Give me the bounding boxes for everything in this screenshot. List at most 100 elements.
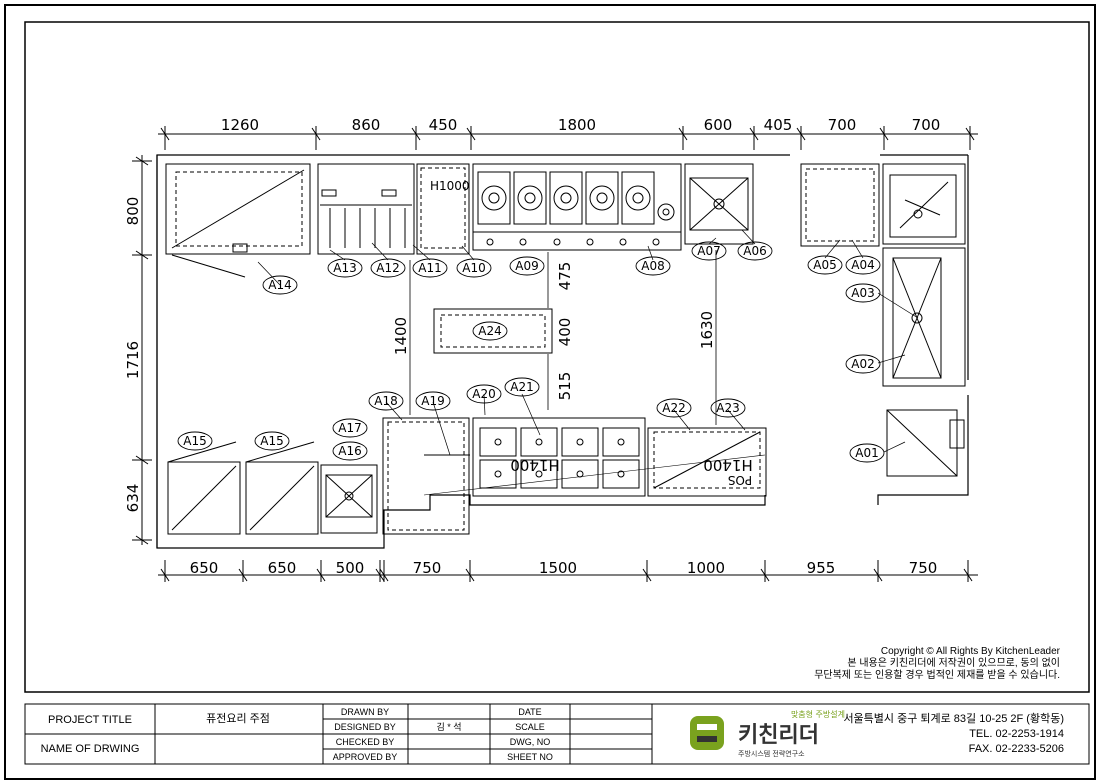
dim-inner-4: 515 — [556, 372, 574, 401]
dim-left-1: 800 — [124, 197, 142, 226]
dim-top-5: 600 — [704, 116, 733, 134]
tag-a10: A10 — [462, 261, 485, 275]
tag-a13: A13 — [333, 261, 356, 275]
outer-border — [4, 4, 1096, 780]
copyright-line-1: Copyright © All Rights By KitchenLeader — [881, 646, 1061, 657]
scale-label: SCALE — [515, 722, 545, 732]
dim-top-1: 1260 — [221, 116, 259, 134]
walls — [156, 154, 969, 549]
tag-a15-left: A15 — [183, 434, 206, 448]
company-fax: FAX. 02-2233-5206 — [969, 743, 1064, 755]
dim-bottom-2: 650 — [268, 559, 297, 577]
pos-label: POS — [728, 473, 752, 487]
equipment-a18-a19 — [382, 417, 470, 535]
company-tel: TEL. 02-2253-1914 — [969, 728, 1064, 740]
tag-a22: A22 — [662, 401, 685, 415]
burner-set — [477, 171, 675, 225]
company-contact: 서울특별시 중구 퇴계로 83길 10-25 2F (황학동) TEL. 02-… — [843, 712, 1064, 755]
tag-a11: A11 — [418, 261, 441, 275]
sheet-no-label: SHEET NO — [507, 752, 553, 762]
height-label-3: H1400 — [703, 456, 752, 474]
equipment-a14 — [165, 163, 311, 278]
tag-a23: A23 — [716, 401, 739, 415]
tag-a15-right: A15 — [260, 434, 283, 448]
tag-a19: A19 — [421, 394, 444, 408]
tag-a06: A06 — [743, 244, 766, 258]
equipment-a15-right — [245, 441, 319, 535]
dim-left-3: 634 — [124, 484, 142, 513]
designed-by-label: DESIGNED BY — [334, 722, 396, 732]
equipment-a06-a07-sink — [684, 163, 754, 245]
inner-dimension-lines — [409, 250, 717, 425]
dim-inner-3: 400 — [556, 318, 574, 347]
left-dimension-line — [132, 155, 152, 545]
equipment-a15-left — [167, 441, 241, 535]
project-title-value: 퓨전요리 주점 — [206, 712, 270, 725]
tag-a02: A02 — [851, 357, 874, 371]
date-label: DATE — [518, 707, 541, 717]
copyright-line-3: 무단복제 또는 인용할 경우 법적인 제재를 받을 수 있습니다. — [814, 668, 1060, 681]
dim-inner-1: 1400 — [392, 317, 410, 355]
dim-left-2: 1716 — [124, 341, 142, 379]
tag-a16: A16 — [338, 444, 361, 458]
brand-slogan: 맞춤형 주방설계 — [791, 709, 845, 719]
floor-plan: 1260 860 450 1800 600 405 700 700 650 65… — [124, 116, 978, 582]
tag-a05: A05 — [813, 258, 836, 272]
equipment-a09-range — [472, 163, 682, 251]
burner-knobs — [486, 238, 660, 246]
copyright-notice: Copyright © All Rights By KitchenLeader … — [814, 646, 1060, 681]
tag-a24: A24 — [478, 324, 501, 338]
tag-a09: A09 — [515, 259, 538, 273]
logo-badge-icon — [690, 716, 724, 750]
dim-top-8: 700 — [912, 116, 941, 134]
tag-a04: A04 — [851, 258, 874, 272]
height-label-1: H1000 — [430, 179, 470, 193]
dim-top-7: 700 — [828, 116, 857, 134]
approved-by-label: APPROVED BY — [333, 752, 398, 762]
name-of-drawing-label: NAME OF DRWING — [41, 743, 140, 755]
tag-a01: A01 — [855, 446, 878, 460]
copyright-line-2: 본 내용은 키친리더에 저작권이 있으므로, 동의 없이 — [847, 656, 1060, 669]
dim-top-2: 860 — [352, 116, 381, 134]
equipment-a22-a23-counter — [647, 427, 767, 497]
project-title-label: PROJECT TITLE — [48, 714, 132, 726]
dim-bottom-3: 500 — [336, 559, 365, 577]
designer-value: 김 * 석 — [436, 721, 461, 732]
tag-a21: A21 — [510, 380, 533, 394]
dim-bottom-7: 955 — [807, 559, 836, 577]
dwg-no-label: DWG, NO — [510, 737, 551, 747]
equipment-a16-a17-sink — [320, 464, 378, 534]
bottom-dimension-line — [158, 560, 978, 582]
dim-top-3: 450 — [429, 116, 458, 134]
dim-bottom-8: 750 — [909, 559, 938, 577]
dim-bottom-5: 1500 — [539, 559, 577, 577]
dim-bottom-4: 750 — [413, 559, 442, 577]
dim-inner-2: 475 — [556, 262, 574, 291]
tag-a07: A07 — [697, 244, 720, 258]
dim-top-6: 405 — [764, 116, 793, 134]
equipment-a03-dishwasher — [882, 163, 966, 245]
tag-a03: A03 — [851, 286, 874, 300]
dim-inner-5: 1630 — [698, 311, 716, 349]
tag-a18: A18 — [374, 394, 397, 408]
dim-top-4: 1800 — [558, 116, 596, 134]
height-label-2: H1400 — [510, 456, 559, 474]
equipment-tags — [177, 241, 885, 463]
checked-by-label: CHECKED BY — [336, 737, 395, 747]
dim-bottom-1: 650 — [190, 559, 219, 577]
equipment-a01 — [886, 409, 965, 477]
tag-a12: A12 — [376, 261, 399, 275]
tag-a17: A17 — [338, 421, 361, 435]
equipment-a10-a11 — [416, 163, 470, 255]
company-address: 서울특별시 중구 퇴계로 83길 10-25 2F (황학동) — [843, 712, 1064, 725]
brand-subtitle: 주방시스템 전략연구소 — [738, 749, 805, 758]
tag-a14: A14 — [268, 278, 291, 292]
dim-bottom-6: 1000 — [687, 559, 725, 577]
tag-a08: A08 — [641, 259, 664, 273]
drawn-by-label: DRAWN BY — [341, 707, 389, 717]
equipment-a20-a21-counter — [472, 417, 646, 497]
equipment-a04-a05 — [800, 163, 880, 247]
title-block — [24, 703, 1090, 765]
title-block-text: PROJECT TITLE 퓨전요리 주점 NAME OF DRWING DRA… — [41, 707, 553, 762]
